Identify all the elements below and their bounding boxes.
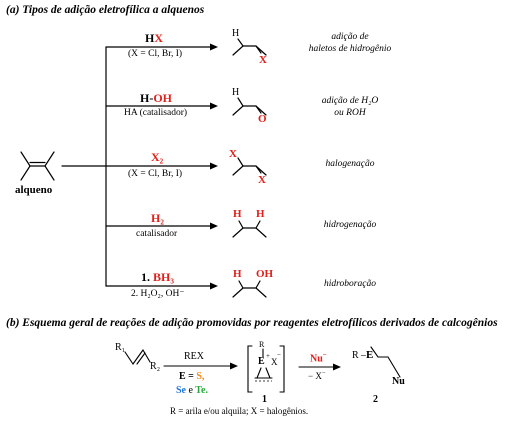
intermediate-number: 1 bbox=[262, 394, 267, 405]
product-5-atom-2: OH bbox=[256, 268, 274, 280]
section-b-title: (b) Esquema geral de reações de adição p… bbox=[6, 317, 498, 329]
product-r-bond: – bbox=[361, 350, 366, 361]
reagent-e-options: Se e Te. bbox=[176, 385, 208, 396]
product-2-label-2: ou ROH bbox=[334, 108, 366, 118]
product-e: E bbox=[366, 349, 374, 361]
intermediate-counterion: X bbox=[271, 357, 278, 367]
section-a-title: (a) Tipos de adição eletrofílica a alque… bbox=[6, 4, 205, 16]
reagent-2: H-OH bbox=[140, 91, 173, 105]
intermediate-r: R bbox=[259, 340, 265, 349]
product-nu: Nu bbox=[392, 376, 405, 387]
nucleophile-reagent: Nu− bbox=[310, 351, 327, 365]
product-2-label-1: adição de H₂O bbox=[321, 96, 379, 106]
product-r: R bbox=[352, 350, 359, 361]
reagent-4-condition: catalisador bbox=[136, 229, 178, 239]
reagent-4: H₂ bbox=[151, 211, 164, 225]
reagent-3: X₂ bbox=[151, 150, 164, 164]
product-1-label-1: adição de bbox=[331, 32, 369, 42]
reagent-2-condition: HA (catalisador) bbox=[124, 108, 188, 118]
product-5-label: hidroboração bbox=[324, 279, 376, 289]
product-2-atom-2: O bbox=[258, 113, 267, 125]
scheme-footnote: R = arila e/ou alquila; X = halogênios. bbox=[170, 406, 309, 416]
product-3-label: halogenação bbox=[325, 159, 375, 169]
leaving-group: − X− bbox=[308, 370, 326, 381]
product-5-atom-1: H bbox=[233, 268, 242, 280]
product-number: 2 bbox=[373, 394, 378, 405]
reagent-5-condition: 2. H₂O₂, OH⁻ bbox=[131, 289, 185, 299]
product-4-atom-2: H bbox=[256, 208, 265, 220]
reagent-5: 1. BH₃ bbox=[141, 270, 174, 284]
reagent-e-definition: E = S, bbox=[179, 371, 205, 382]
reagent-1-condition: (X = Cl, Br, I) bbox=[128, 49, 183, 59]
substituent-r2: R₂ bbox=[150, 361, 161, 372]
alkene-structure bbox=[20, 151, 55, 181]
product-1-atom-1: H bbox=[232, 28, 240, 39]
product-4-label: hidrogenação bbox=[323, 220, 377, 230]
product-2-atom-1: H bbox=[232, 87, 240, 98]
intermediate-charge-plus: + bbox=[266, 352, 270, 360]
reagent-3-condition: (X = Cl, Br, I) bbox=[128, 169, 183, 179]
intermediate-e: E bbox=[258, 356, 265, 367]
reagent-1: HX bbox=[145, 31, 164, 45]
product-1-label-2: haletos de hidrogênio bbox=[308, 44, 392, 54]
product-4-atom-1: H bbox=[233, 208, 242, 220]
intermediate-charge-minus: − bbox=[277, 351, 281, 359]
alkene-label: alqueno bbox=[15, 184, 53, 196]
product-3-atom-1: X bbox=[229, 148, 237, 160]
product-1-atom-2: X bbox=[259, 54, 267, 66]
substituent-r1: R₁ bbox=[115, 342, 126, 353]
product-3-atom-2: X bbox=[258, 174, 266, 186]
reagent-rex: REX bbox=[184, 351, 204, 362]
